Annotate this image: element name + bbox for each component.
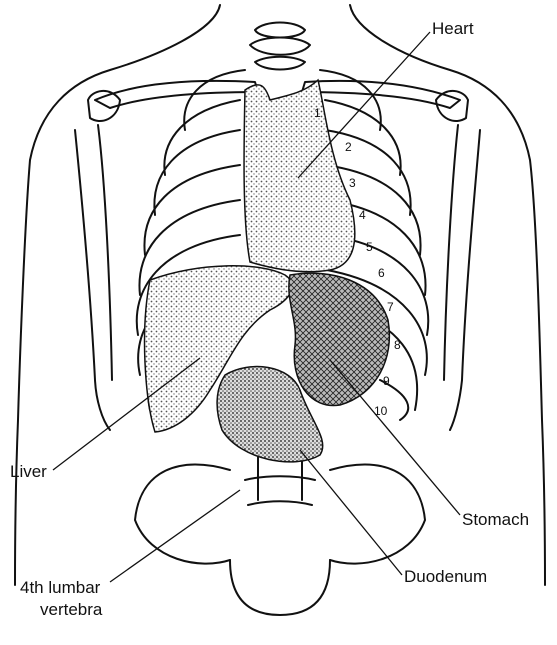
rib-number: 9 <box>383 374 390 388</box>
rib-number: 4 <box>359 208 366 222</box>
rib-number: 10 <box>374 404 387 418</box>
duodenum-leader <box>300 450 402 575</box>
vertebra-label-line2: vertebra <box>40 600 102 620</box>
duodenum-label: Duodenum <box>404 567 487 587</box>
rib-number: 3 <box>349 176 356 190</box>
rib-number: 1 <box>314 106 321 120</box>
rib-number: 6 <box>378 266 385 280</box>
rib-number: 2 <box>345 140 352 154</box>
vertebra-leader <box>110 490 240 582</box>
rib-number: 7 <box>387 300 394 314</box>
liver-label: Liver <box>10 462 47 482</box>
cervical-vertebra <box>255 23 305 38</box>
heart-label: Heart <box>432 19 474 39</box>
rib-number: 8 <box>394 338 401 352</box>
stomach-label: Stomach <box>462 510 529 530</box>
right-pelvis <box>330 464 425 563</box>
left-pelvis <box>135 464 230 563</box>
stomach <box>289 273 390 405</box>
vertebra-label-line1: 4th lumbar <box>20 578 100 598</box>
left-arm-bone <box>75 130 110 430</box>
right-arm-bone <box>450 130 480 430</box>
stomach-leader <box>330 360 460 515</box>
rib-number: 5 <box>366 240 373 254</box>
